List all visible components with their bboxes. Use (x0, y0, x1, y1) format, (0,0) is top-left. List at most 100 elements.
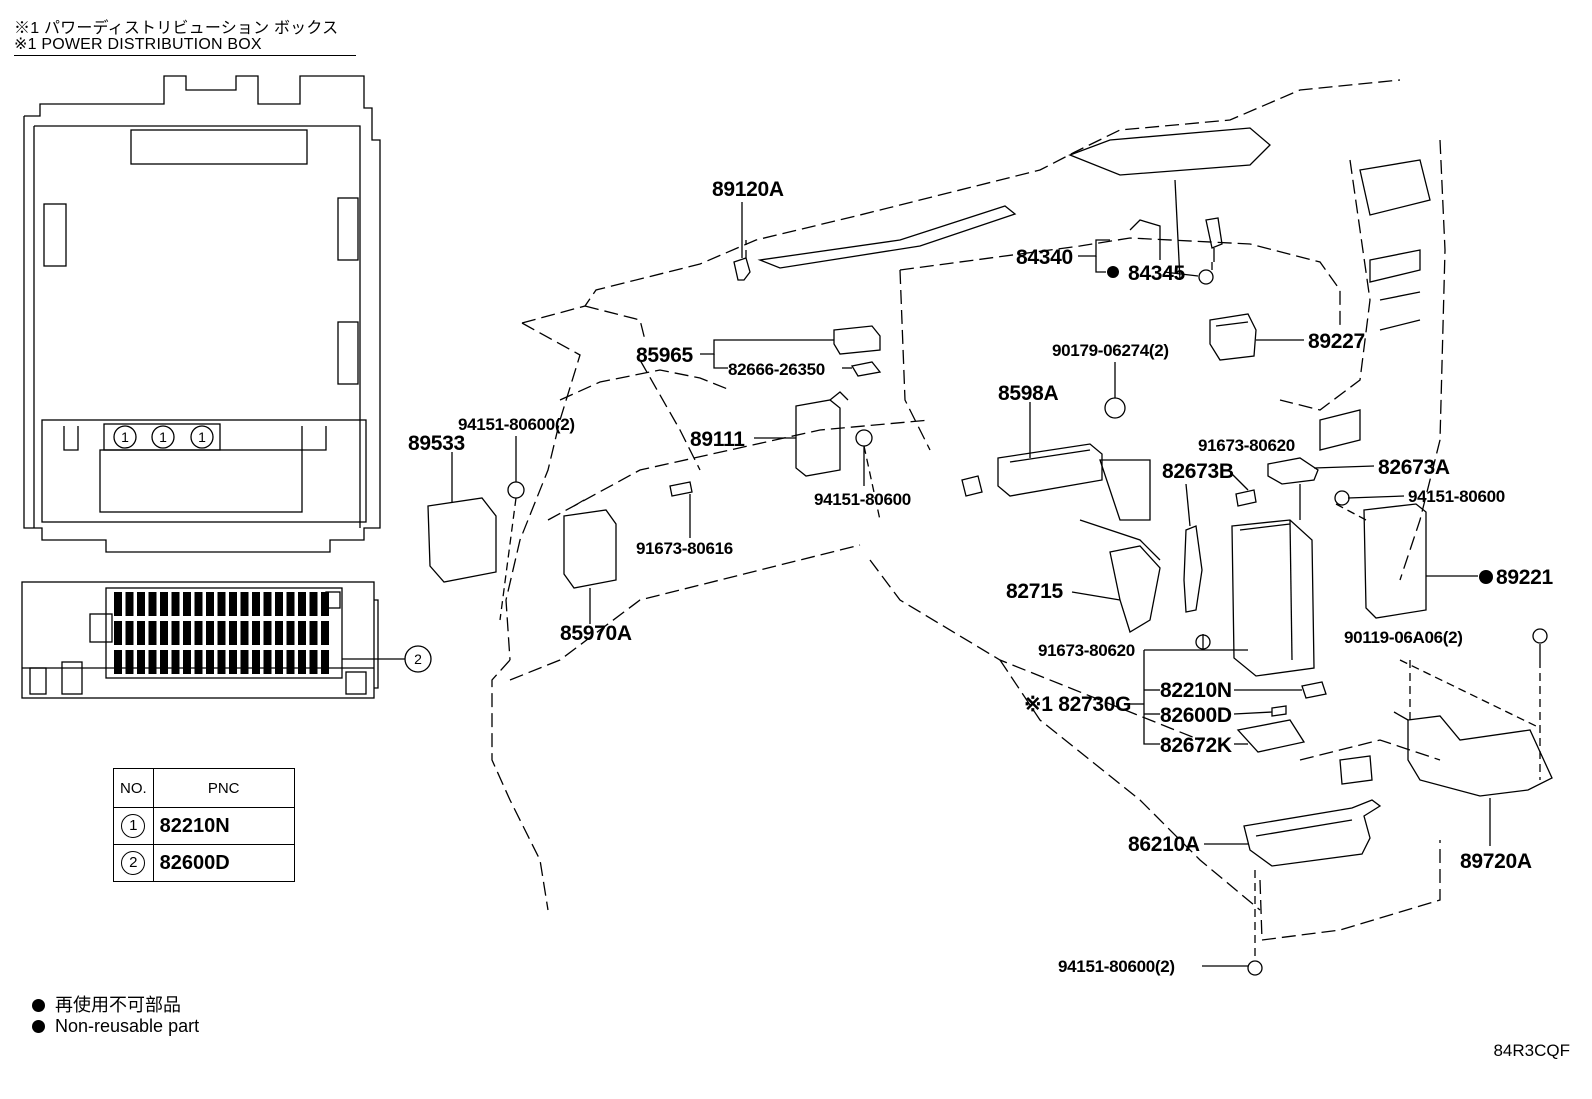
row-number-1: 1 (121, 814, 146, 838)
label-85965: 85965 (636, 344, 694, 367)
dashboard-outline (491, 79, 1446, 941)
label-82730G: ※1 82730G (1024, 693, 1131, 716)
fuse-slot (171, 650, 180, 674)
diagram-code: 84R3CQF (1493, 1041, 1570, 1060)
part-86210A-module (1243, 799, 1382, 867)
fuse-slot (194, 592, 203, 616)
label-85970A: 85970A (560, 622, 632, 645)
part-82210N-relay (1301, 681, 1327, 699)
fuse-slot (125, 621, 134, 645)
fuse-slot (114, 592, 122, 616)
part-89111-module (795, 391, 849, 477)
fuse-slot (137, 621, 145, 645)
fuse-slot (275, 621, 283, 645)
label-82673B: 82673B (1162, 460, 1234, 483)
fuse-slot (240, 650, 249, 674)
part-94151-nut-upper (855, 429, 873, 447)
part-82600D-fuse (1271, 705, 1287, 717)
fuse-slot (298, 592, 306, 616)
part-82715-bracket (1109, 545, 1161, 633)
fuse-slot (229, 621, 237, 645)
part-82672K-cover (1236, 719, 1306, 753)
fuse-slot (263, 621, 272, 645)
part-94151-nut-bottom (1247, 960, 1263, 976)
fuse-slot (183, 592, 191, 616)
box-callout-1b: 1 (159, 429, 167, 445)
fuse-slot (137, 650, 145, 674)
fuse-slot (125, 592, 134, 616)
fuse-slot (321, 650, 329, 674)
label-82672K: 82672K (1160, 734, 1232, 757)
fuse-slot (160, 650, 168, 674)
leader-lines (451, 202, 1541, 967)
fuse-slot (286, 650, 295, 674)
dashboard-solid-detail (757, 127, 1431, 785)
part-82666-clip (850, 361, 882, 377)
fuse-slot (309, 621, 318, 645)
dashed-guide-lines (499, 240, 1541, 960)
fuse-slot (194, 650, 203, 674)
label-82666-26350: 82666-26350 (728, 360, 825, 379)
fuse-slot (171, 592, 180, 616)
part-94151-nut-left (507, 481, 525, 499)
label-8598A: 8598A (998, 382, 1059, 405)
pnc-table-head-no: NO. (113, 768, 154, 808)
fuse-slot (252, 650, 260, 674)
fuse-slot (217, 592, 226, 616)
table-row: 2 82600D (113, 844, 295, 882)
label-94151-80600-right: 94151-80600 (1408, 487, 1505, 506)
part-91673-bolt-left (669, 481, 693, 497)
label-89720A: 89720A (1460, 850, 1532, 873)
fuse-slot (229, 592, 237, 616)
label-89221: 89221 (1496, 566, 1554, 589)
header-japanese: ※1 パワーディストリビューション ボックス (14, 20, 339, 37)
part-90179-nut (1104, 397, 1126, 419)
label-90119-06A06: 90119-06A06(2) (1344, 628, 1463, 647)
table-row: 1 82210N (113, 807, 295, 845)
part-94151-nut-right (1334, 490, 1350, 506)
legend-english-text: Non-reusable part (55, 1016, 200, 1036)
pnc-table-head-pnc: PNC (152, 768, 295, 808)
fuse-slot (298, 621, 306, 645)
fuse-slot (286, 592, 295, 616)
part-89120A-clip (733, 257, 751, 281)
label-91673-80616: 91673-80616 (636, 539, 733, 558)
fuse-slot (229, 650, 237, 674)
row-number-2: 2 (121, 851, 146, 875)
legend-japanese-text: 再使用不可部品 (55, 995, 181, 1015)
label-91673-80620-upper: 91673-80620 (1198, 436, 1295, 455)
fuse-slot (240, 592, 249, 616)
label-82715: 82715 (1006, 580, 1064, 603)
part-89533-module (427, 497, 497, 583)
non-reusable-dot-84345 (1107, 266, 1119, 278)
part-85965-bracket (833, 325, 881, 355)
fuse-slot (263, 592, 272, 616)
label-82673A: 82673A (1378, 456, 1450, 479)
part-89221-module (1363, 503, 1427, 619)
fuse-slot (252, 621, 260, 645)
fuse-slot (160, 621, 168, 645)
fuse-slot (125, 650, 134, 674)
label-82600D: 82600D (1160, 704, 1232, 727)
label-94151-80600-mid: 94151-80600 (814, 490, 911, 509)
fuse-slot (114, 650, 122, 674)
part-90119-bolt (1532, 628, 1548, 644)
non-reusable-dot-icon (32, 1020, 45, 1033)
part-89720A-module (1393, 711, 1553, 797)
fuse-slot (183, 621, 191, 645)
label-89111: 89111 (690, 428, 745, 451)
fuse-slot (321, 592, 329, 616)
fuse-slot (252, 592, 260, 616)
part-91673-bolt-mid (1235, 489, 1257, 507)
fuse-slot (286, 621, 295, 645)
fuse-slot (321, 621, 329, 645)
fuse-slot (148, 650, 157, 674)
label-94151-80600-2-bottom: 94151-80600(2) (1058, 957, 1175, 976)
fuse-slot (148, 592, 157, 616)
fuse-slot (275, 650, 283, 674)
legend-english: Non-reusable part (32, 1016, 199, 1037)
box-callout-2: 2 (414, 651, 422, 667)
pnc-table-header: NO. PNC (113, 768, 295, 808)
header-english: ※1 POWER DISTRIBUTION BOX (14, 36, 262, 53)
